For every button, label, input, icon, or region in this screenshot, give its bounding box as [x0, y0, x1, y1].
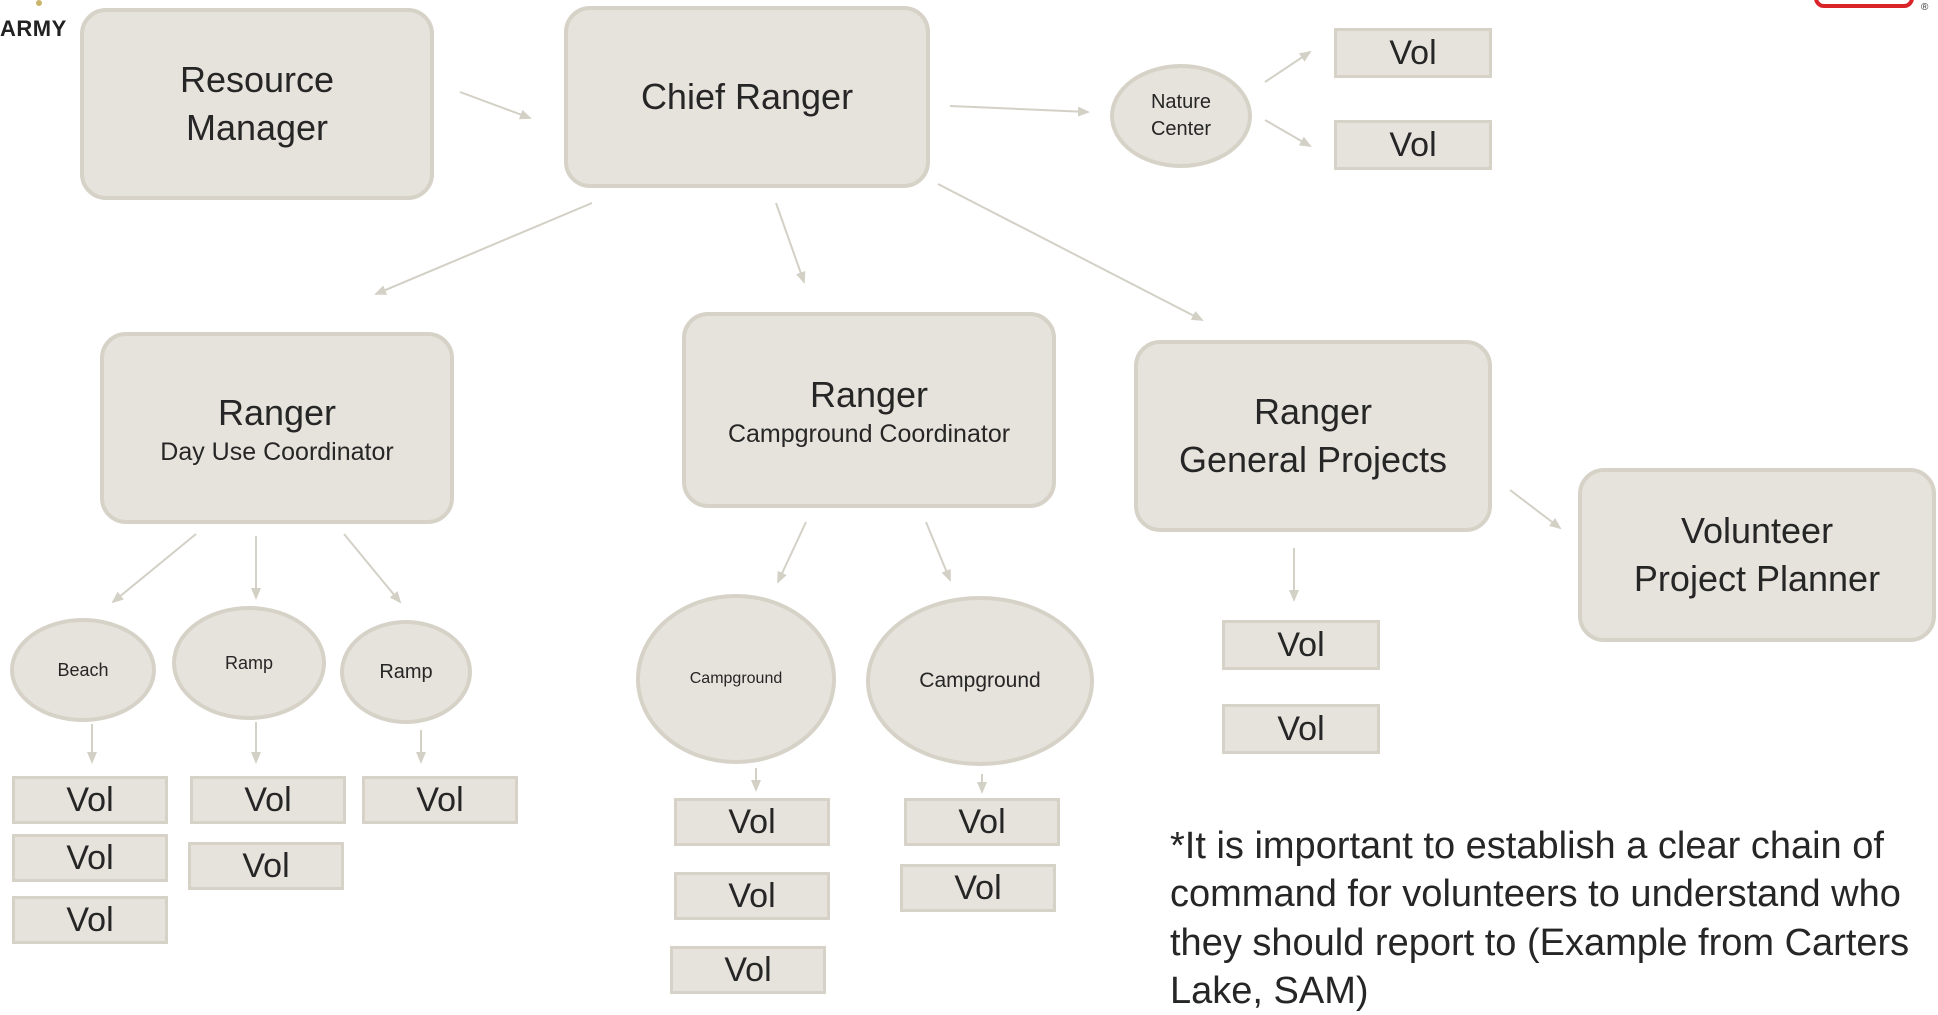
beach-oval: Beach — [10, 618, 156, 722]
ranger-day-use-subtitle: Day Use Coordinator — [160, 437, 394, 466]
logo-star-icon — [36, 0, 42, 6]
arrow-chief-to-campground — [775, 202, 806, 284]
nature-center-line2: Center — [1150, 118, 1212, 140]
ranger-general-box: Ranger General Projects — [1134, 340, 1492, 532]
volunteer-planner-line1: Volunteer — [1680, 510, 1834, 552]
vol-box: Vol — [674, 872, 830, 920]
arrow-chief-to-dayuse — [374, 202, 593, 295]
volunteer-planner-line2: Project Planner — [1633, 558, 1881, 599]
ranger-campground-box: Ranger Campground Coordinator — [682, 312, 1056, 508]
chief-ranger-box: Chief Ranger — [564, 6, 930, 188]
vol-box: Vol — [362, 776, 518, 824]
arrow-nature-to-vol-top — [1264, 50, 1312, 83]
arrow-resource-to-chief — [459, 91, 532, 120]
vol-box: Vol — [12, 776, 168, 824]
brand-logo-icon — [1814, 0, 1914, 8]
ranger-general-line1: Ranger — [1253, 391, 1373, 433]
arrow-campground-to-cg2 — [925, 521, 951, 582]
ranger-campground-title: Ranger — [809, 374, 929, 416]
ramp-oval: Ramp — [172, 606, 326, 720]
ranger-day-use-title: Ranger — [217, 392, 337, 434]
arrow-chief-to-nature — [949, 105, 1090, 117]
resource-manager-box: Resource Manager — [80, 8, 434, 200]
vol-box: Vol — [190, 776, 346, 824]
vol-box: Vol — [1334, 28, 1492, 78]
vol-box: Vol — [670, 946, 826, 994]
arrow-dayuse-to-beach — [111, 533, 197, 604]
resource-manager-line2: Manager — [185, 107, 329, 148]
ranger-campground-subtitle: Campground Coordinator — [727, 419, 1011, 448]
volunteer-planner-box: Volunteer Project Planner — [1578, 468, 1936, 642]
ranger-general-line2: General Projects — [1178, 439, 1448, 480]
vol-box: Vol — [674, 798, 830, 846]
vol-box: Vol — [12, 896, 168, 944]
vol-box: Vol — [1222, 620, 1380, 670]
nature-center-line1: Nature — [1150, 91, 1212, 113]
arrow-chief-to-general — [937, 183, 1204, 321]
ranger-day-use-box: Ranger Day Use Coordinator — [100, 332, 454, 524]
connector-lines — [87, 50, 1562, 794]
campground-label: Campground — [689, 670, 783, 687]
campground-oval: Campground — [866, 596, 1094, 766]
chain-of-command-note: *It is important to establish a clear ch… — [1170, 825, 1910, 1012]
arrow-general-to-planner — [1509, 489, 1562, 530]
vol-box: Vol — [12, 834, 168, 882]
ramp-oval: Ramp — [340, 620, 472, 724]
arrow-dayuse-to-ramp2 — [343, 533, 402, 604]
vol-box: Vol — [904, 798, 1060, 846]
nature-center-oval: Nature Center — [1110, 64, 1252, 168]
ramp-label: Ramp — [224, 652, 273, 673]
vol-box: Vol — [900, 864, 1056, 912]
vol-box: Vol — [1334, 120, 1492, 170]
vol-box: Vol — [188, 842, 344, 890]
arrow-campground-to-cg1 — [777, 521, 807, 584]
arrow-nature-to-vol-bottom — [1264, 119, 1312, 148]
chief-ranger-label: Chief Ranger — [640, 76, 854, 118]
beach-label: Beach — [57, 659, 109, 680]
campground-label: Campground — [919, 669, 1041, 692]
registered-mark: ® — [1921, 2, 1929, 13]
army-logo-text: ARMY — [0, 16, 67, 41]
vol-box: Vol — [1222, 704, 1380, 754]
ramp-label: Ramp — [379, 660, 433, 683]
resource-manager-line1: Resource — [179, 59, 335, 101]
campground-oval: Campground — [636, 594, 836, 764]
